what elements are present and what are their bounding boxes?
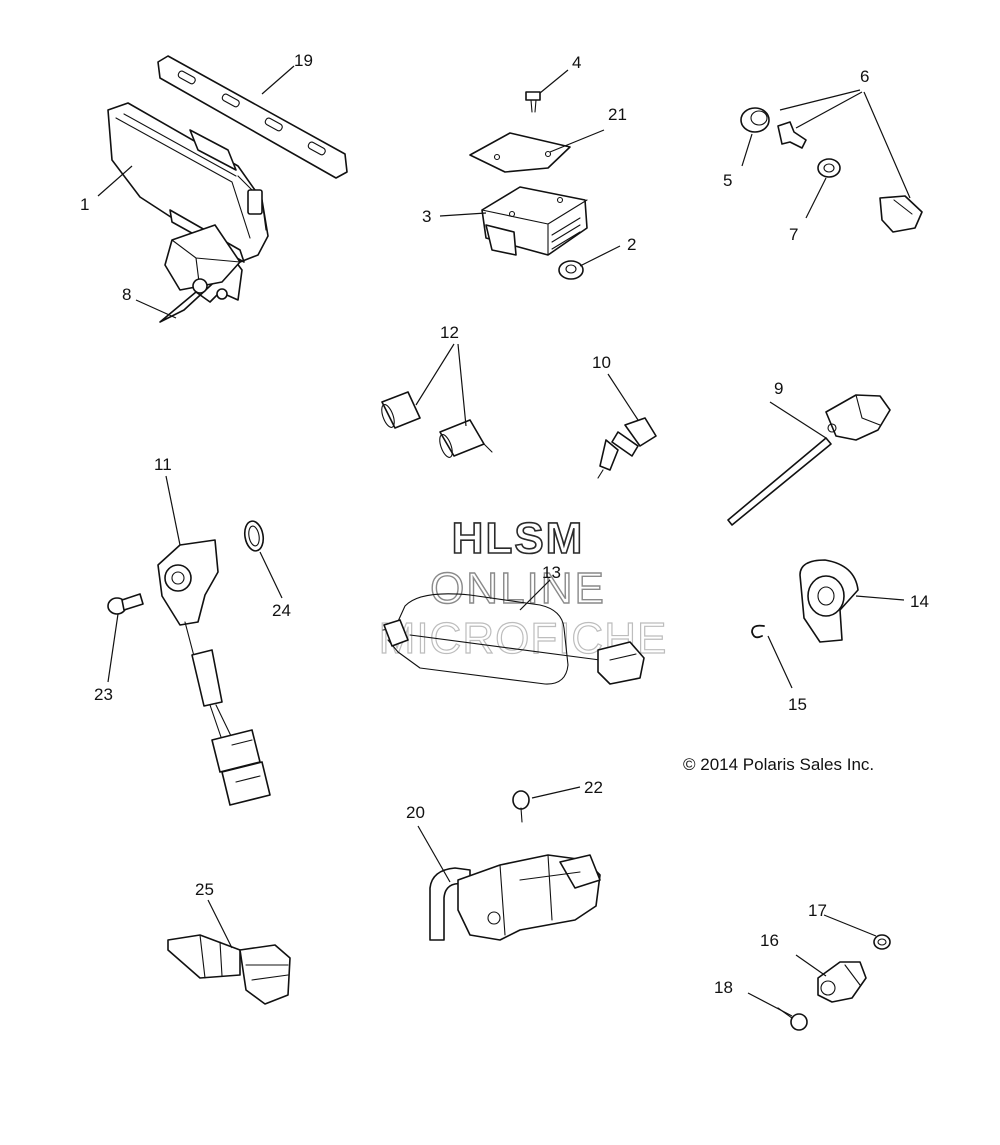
leader-lines bbox=[97, 65, 911, 1017]
callout-2: 2 bbox=[627, 235, 636, 254]
part-22-screw bbox=[512, 790, 530, 823]
callout-10: 10 bbox=[592, 353, 611, 372]
callout-20: 20 bbox=[406, 803, 425, 822]
part-8-map-sensor bbox=[159, 224, 243, 323]
part-2-grommet bbox=[558, 260, 584, 280]
callout-5: 5 bbox=[723, 171, 732, 190]
callout-11: 11 bbox=[154, 455, 172, 474]
callout-22: 22 bbox=[584, 778, 603, 797]
callout-9: 9 bbox=[774, 379, 783, 398]
part-19-bracket bbox=[157, 55, 348, 179]
callout-14: 14 bbox=[910, 592, 929, 611]
part-23-bolt bbox=[107, 593, 144, 615]
callout-3: 3 bbox=[422, 207, 431, 226]
callout-7: 7 bbox=[789, 225, 798, 244]
callout-labels: 1 2 3 4 5 6 7 8 9 10 11 12 13 14 15 16 1… bbox=[80, 51, 929, 997]
watermark-line-3: MICROFICHE bbox=[379, 614, 668, 663]
part-3-module bbox=[481, 186, 588, 256]
callout-25: 25 bbox=[195, 880, 214, 899]
callout-1: 1 bbox=[80, 195, 89, 214]
callout-6: 6 bbox=[860, 67, 869, 86]
callout-15: 15 bbox=[788, 695, 807, 714]
part-4-screw bbox=[525, 91, 541, 113]
callout-16: 16 bbox=[760, 931, 779, 950]
part-14-knock-sensor bbox=[799, 559, 859, 643]
watermark-line-2: ONLINE bbox=[430, 564, 606, 613]
part-15-clip bbox=[751, 624, 765, 639]
part-12-sleeves bbox=[381, 391, 493, 458]
watermark: HLSM ONLINE MICROFICHE bbox=[378, 513, 668, 663]
part-10-temp-sensor bbox=[597, 417, 657, 479]
watermark-line-1: HLSM bbox=[452, 514, 585, 563]
part-17-oring bbox=[873, 934, 891, 950]
callout-18: 18 bbox=[714, 978, 733, 997]
part-21-cover bbox=[469, 132, 571, 173]
part-24-oring bbox=[243, 520, 265, 552]
callout-13: 13 bbox=[542, 563, 561, 582]
callout-23: 23 bbox=[94, 685, 113, 704]
callout-19: 19 bbox=[294, 51, 313, 70]
callout-17: 17 bbox=[808, 901, 827, 920]
part-13-harness bbox=[382, 593, 645, 685]
part-20-valve bbox=[429, 854, 601, 941]
part-5-cap bbox=[740, 107, 770, 133]
callout-4: 4 bbox=[572, 53, 581, 72]
callout-12: 12 bbox=[440, 323, 459, 342]
part-11-tps-sensor bbox=[157, 539, 271, 806]
callout-21: 21 bbox=[608, 105, 627, 124]
callout-24: 24 bbox=[272, 601, 291, 620]
part-16-elbow-sensor bbox=[817, 961, 867, 1003]
part-9-probe-sensor bbox=[727, 394, 891, 526]
part-7-nut bbox=[817, 158, 841, 178]
copyright-notice: © 2014 Polaris Sales Inc. bbox=[683, 755, 874, 774]
callout-8: 8 bbox=[122, 285, 131, 304]
part-6-clip bbox=[777, 121, 923, 233]
part-25-sensor-plug bbox=[167, 934, 291, 1005]
